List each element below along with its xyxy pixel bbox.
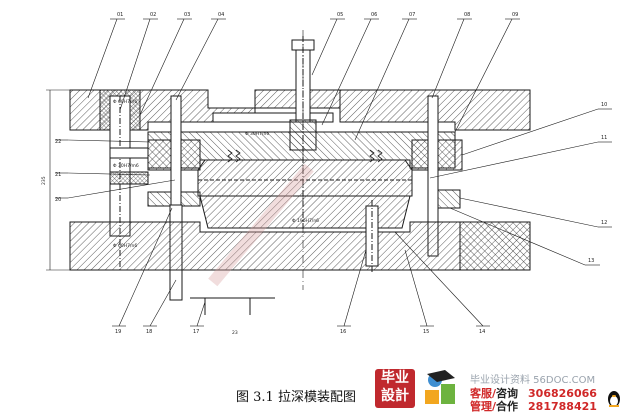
label-14: 14 — [479, 329, 485, 335]
bottom-plate — [190, 297, 275, 315]
figure-caption: 图 3.1 拉深模装配图 — [236, 386, 356, 405]
spring-left — [227, 149, 241, 163]
penguin-icon — [608, 391, 620, 407]
label-11: 11 — [601, 135, 607, 141]
label-05: 05 — [337, 12, 343, 18]
diagonal-watermark — [208, 163, 314, 287]
label-12: 12 — [601, 220, 607, 226]
service-value: 咨询 — [496, 387, 519, 400]
fit-lower-center: Φ 196H7/n6 — [292, 218, 319, 224]
label-13: 13 — [588, 258, 594, 264]
label-04: 04 — [218, 12, 224, 18]
label-20: 20 — [55, 197, 61, 203]
watermark-logo-line1: 毕业 — [381, 370, 409, 386]
service-key: 客服 — [470, 387, 492, 400]
label-10: 10 — [601, 102, 607, 108]
manage-sep: / — [492, 400, 497, 413]
label-03: 03 — [184, 12, 190, 18]
label-07: 07 — [409, 12, 415, 18]
label-15: 15 — [423, 329, 429, 335]
watermark-logo-line2: 設計 — [381, 388, 409, 404]
label-21: 21 — [55, 172, 61, 178]
overall-height-dimension — [46, 89, 70, 271]
label-09: 09 — [512, 12, 518, 18]
label-16: 16 — [340, 329, 346, 335]
lower-bolt — [365, 200, 379, 272]
label-02: 02 — [150, 12, 156, 18]
fit-center: Φ 30H7/n6 — [245, 131, 269, 137]
fit-lower-left: Φ 60H7/n6 — [113, 243, 137, 249]
lower-die-shoe — [69, 221, 531, 271]
watermark-service-row: 客服/咨询 306826066 — [470, 385, 597, 401]
fit-upper-left: Φ 60H7/n6 — [113, 99, 137, 105]
drawing-punch — [199, 195, 411, 229]
spring-right — [369, 149, 383, 163]
leader-lines — [55, 18, 612, 327]
part-number-labels: 01 02 03 04 05 06 07 08 09 10 11 12 13 1… — [55, 12, 607, 335]
figure-title: 拉深模装配图 — [277, 390, 356, 405]
bottom-width-text: 23 — [232, 330, 238, 336]
label-17: 17 — [193, 329, 199, 335]
manage-number: 281788421 — [528, 400, 597, 413]
watermark-manage-row: 管理/合作 281788421 — [470, 398, 597, 414]
label-22: 22 — [55, 139, 61, 145]
overall-height-text: 235 — [41, 176, 47, 185]
fit-mid-left: Φ 30H7/m6 — [113, 163, 139, 169]
label-01: 01 — [117, 12, 123, 18]
label-19: 19 — [115, 329, 121, 335]
label-08: 08 — [464, 12, 470, 18]
watermark-site: 毕业设计资料 56DOC.COM — [470, 375, 596, 386]
label-18: 18 — [146, 329, 152, 335]
manage-value: 合作 — [496, 400, 519, 413]
blank-holder — [147, 131, 456, 197]
graduation-cap-icon — [425, 370, 455, 404]
service-sep: / — [492, 387, 497, 400]
label-06: 06 — [371, 12, 377, 18]
watermark-logo: 毕业 設計 — [375, 369, 415, 408]
figure-number: 图 3.1 — [236, 390, 274, 405]
service-number: 306826066 — [528, 387, 597, 400]
manage-key: 管理 — [470, 400, 492, 413]
